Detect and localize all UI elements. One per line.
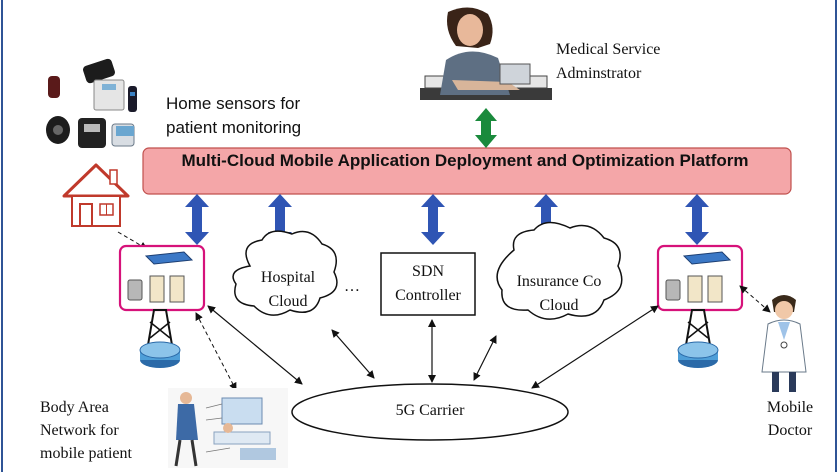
link-hospital-carrier [331, 329, 375, 379]
insurance-line1: Insurance Co [516, 273, 602, 290]
hospital-cloud-label: Hospital Cloud [248, 266, 328, 314]
arrow-edge-left [185, 194, 209, 245]
insurance-cloud-shape [496, 221, 623, 320]
medical-sensor-devices-icon [46, 58, 137, 148]
ban-line3: mobile patient [40, 445, 132, 462]
ban-line1: Body Area [40, 399, 109, 416]
doctor-edge-dashed-link [739, 285, 771, 313]
arrow-sdn [421, 194, 445, 245]
home-sensors-label: Home sensors for patient monitoring [166, 94, 302, 137]
more-clouds-ellipsis: … [344, 278, 360, 295]
insurance-line2: Cloud [539, 297, 579, 314]
hospital-cloud-shape [232, 230, 338, 316]
doctor-line2: Doctor [767, 422, 813, 439]
ban-line2: Network for [40, 422, 119, 439]
router-tower-right-icon [677, 309, 719, 368]
ban-edge-dashed-link [195, 312, 237, 391]
carrier-ellipse [291, 383, 569, 441]
router-tower-left-icon [139, 309, 181, 368]
patient-scene-icon [168, 388, 288, 468]
admin-platform-arrow [475, 108, 497, 148]
platform-title: Multi-Cloud Mobile Application Deploymen… [181, 151, 749, 170]
sdn-controller-label: SDN Controller [381, 260, 475, 308]
edge-server-right [656, 244, 744, 312]
doctor-label: Mobile Doctor [760, 396, 820, 442]
link-edge-right-carrier [531, 305, 659, 389]
sdn-line2: Controller [395, 287, 461, 304]
admin-label: Medical Service Adminstrator [556, 41, 661, 82]
platform-bar [142, 147, 792, 195]
link-edge-left-carrier [207, 305, 303, 385]
sdn-line1: SDN [411, 263, 444, 280]
link-insurance-carrier [473, 335, 497, 381]
edge-server-left [118, 244, 206, 312]
hospital-cloud-line2: Cloud [268, 293, 308, 310]
hospital-cloud-line1: Hospital [260, 269, 316, 286]
insurance-cloud-label: Insurance Co Cloud [506, 270, 612, 318]
carrier-links [207, 305, 659, 389]
arrow-edge-right [685, 194, 709, 245]
house-icon [62, 163, 130, 227]
doctor-icon [761, 295, 807, 392]
carrier-label: 5G Carrier [395, 402, 465, 419]
sdn-controller-box [380, 252, 476, 316]
ban-label: Body Area Network for mobile patient [40, 396, 132, 465]
administrator-person-icon [420, 7, 552, 100]
doctor-line1: Mobile [766, 399, 814, 416]
